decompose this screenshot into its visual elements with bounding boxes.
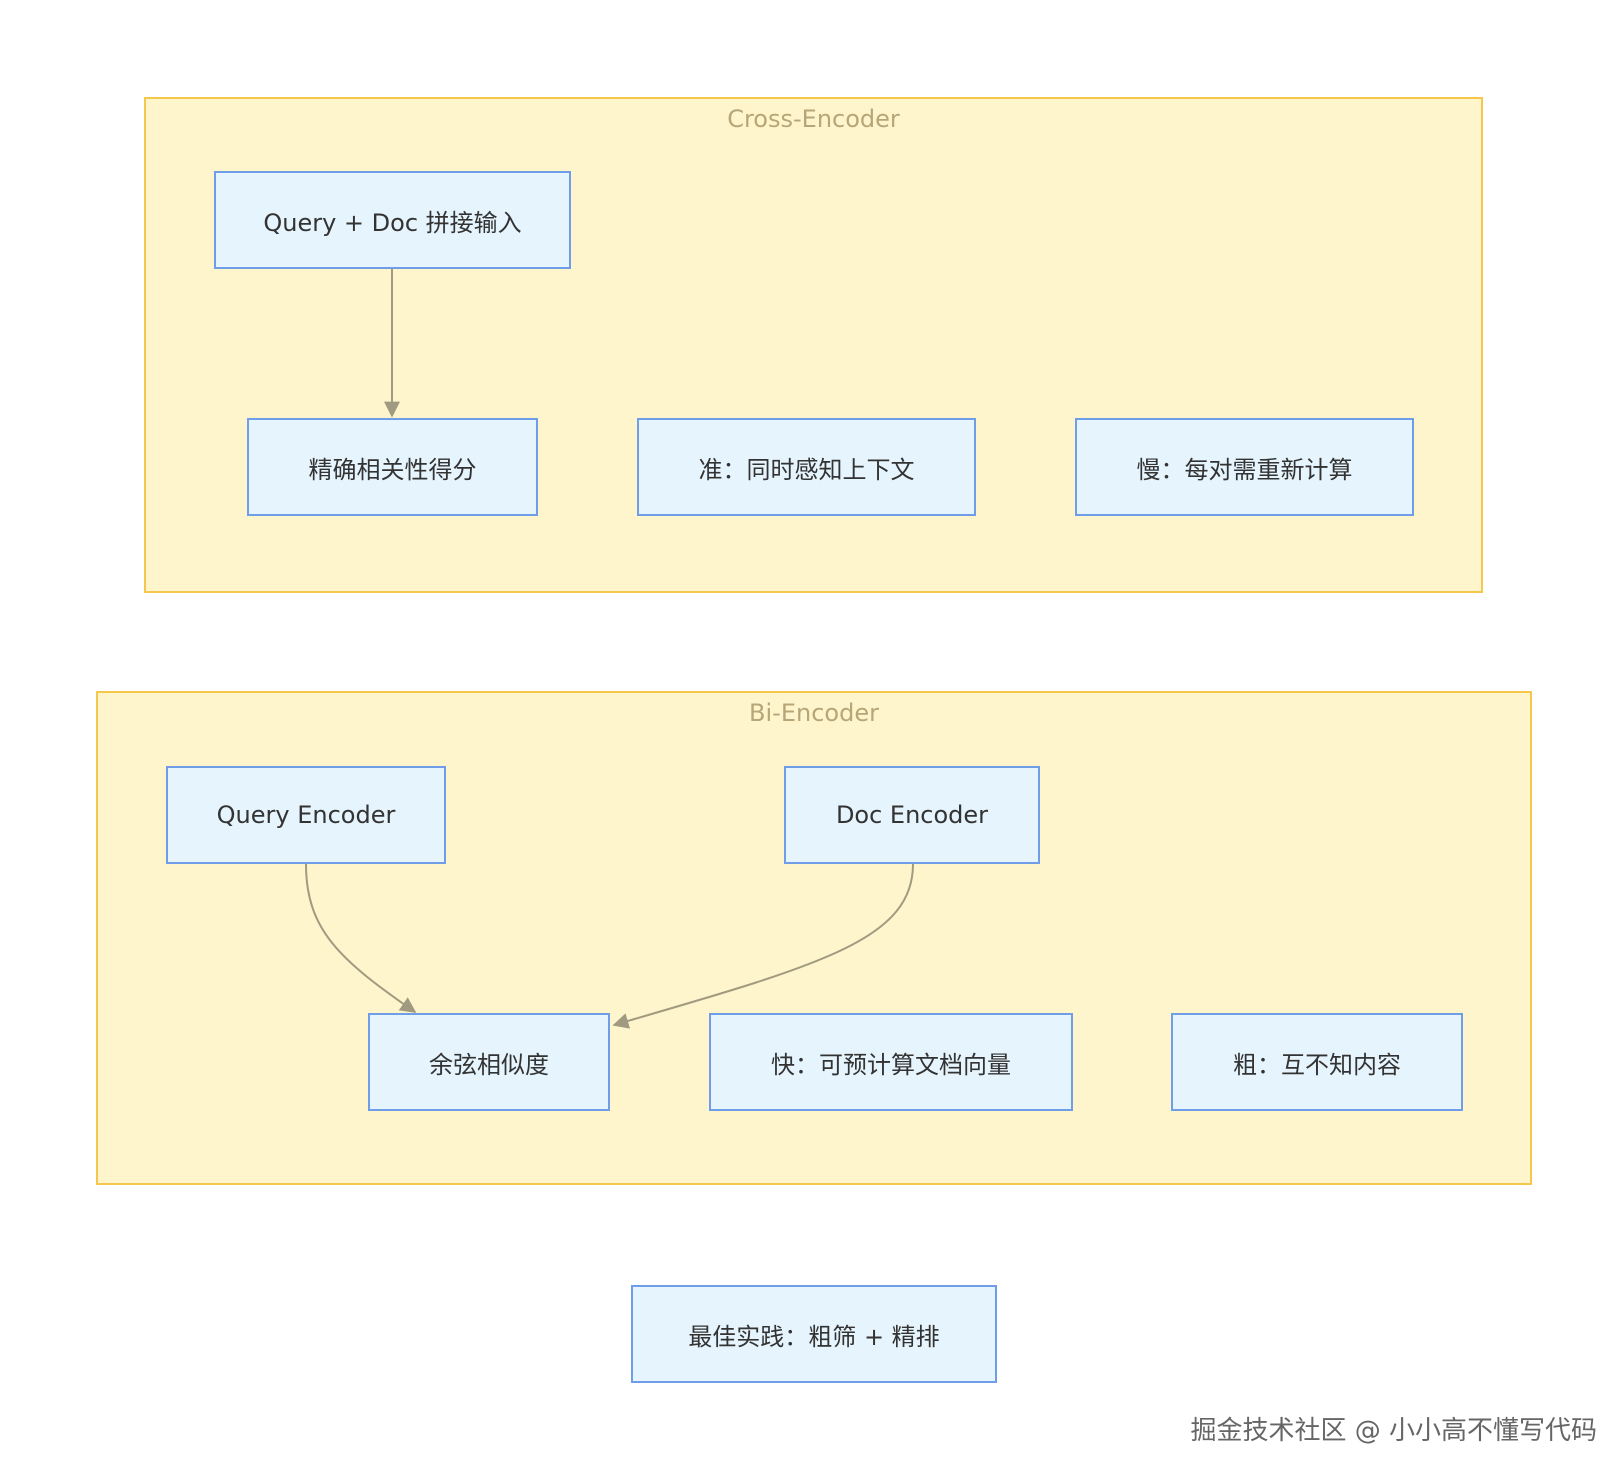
node-best-practice: 最佳实践：粗筛 + 精排 — [631, 1285, 997, 1383]
node-coarse: 粗：互不知内容 — [1171, 1013, 1463, 1111]
bi-encoder-title: Bi-Encoder — [749, 699, 879, 727]
cross-encoder-title: Cross-Encoder — [727, 105, 900, 133]
watermark: 掘金技术社区 @ 小小高不懂写代码 — [1190, 1416, 1597, 1446]
node-query-encoder: Query Encoder — [166, 766, 446, 864]
node-accurate: 准：同时感知上下文 — [637, 418, 976, 516]
node-doc-encoder: Doc Encoder — [784, 766, 1040, 864]
node-concat-input: Query + Doc 拼接输入 — [214, 171, 571, 269]
node-precise-score: 精确相关性得分 — [247, 418, 538, 516]
node-cosine: 余弦相似度 — [368, 1013, 610, 1111]
node-slow: 慢：每对需重新计算 — [1075, 418, 1414, 516]
node-fast: 快：可预计算文档向量 — [709, 1013, 1073, 1111]
